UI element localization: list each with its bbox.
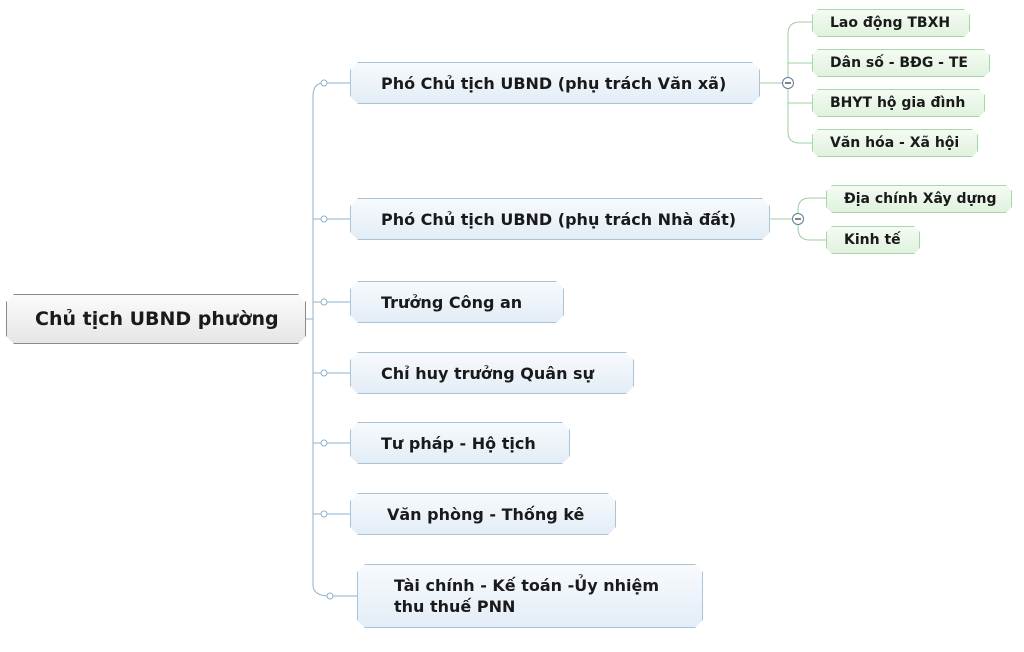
branch-label: Tư pháp - Hộ tịch xyxy=(381,433,536,453)
branch-label: Văn phòng - Thống kê xyxy=(387,504,585,524)
leaf-node[interactable]: Văn hóa - Xã hội xyxy=(812,129,978,157)
leaf-node[interactable]: Dân số - BĐG - TE xyxy=(812,49,990,77)
branch-label: Tài chính - Kế toán -Ủy nhiệm thu thuế P… xyxy=(394,576,660,616)
branch-node-vice-chair-culture[interactable]: Phó Chủ tịch UBND (phụ trách Văn xã) xyxy=(350,62,760,104)
branch-node-finance[interactable]: Tài chính - Kế toán -Ủy nhiệm thu thuế P… xyxy=(357,564,703,628)
leaf-node[interactable]: BHYT hộ gia đình xyxy=(812,89,985,117)
branch-node-justice[interactable]: Tư pháp - Hộ tịch xyxy=(350,422,570,464)
branch-label: Chỉ huy trưởng Quân sự xyxy=(381,363,594,383)
leaf-label: Lao động TBXH xyxy=(830,14,951,31)
leaf-label: Kinh tế xyxy=(844,231,901,248)
branch-joint-dot xyxy=(320,298,328,306)
branch-joint-dot xyxy=(320,369,328,377)
branch-joint-dot xyxy=(320,79,328,87)
branch-label: Phó Chủ tịch UBND (phụ trách Nhà đất) xyxy=(381,209,737,229)
leaf-label: BHYT hộ gia đình xyxy=(830,94,966,111)
trunk-line xyxy=(312,82,331,597)
branch-label: Trưởng Công an xyxy=(381,292,523,312)
leaf-node[interactable]: Địa chính Xây dựng xyxy=(826,185,1012,213)
leaf-connector-line xyxy=(787,21,812,144)
branch-joint-dot xyxy=(320,510,328,518)
leaf-node[interactable]: Kinh tế xyxy=(826,226,920,254)
branch-joint-dot xyxy=(326,592,334,600)
branch-node-office[interactable]: Văn phòng - Thống kê xyxy=(350,493,616,535)
branch-node-police[interactable]: Trưởng Công an xyxy=(350,281,564,323)
root-node[interactable]: Chủ tịch UBND phường xyxy=(6,294,306,344)
leaf-label: Địa chính Xây dựng xyxy=(844,190,997,207)
branch-label: Phó Chủ tịch UBND (phụ trách Văn xã) xyxy=(381,73,727,93)
branch-joint-dot xyxy=(320,215,328,223)
leaf-label: Văn hóa - Xã hội xyxy=(830,134,960,151)
leaf-label: Dân số - BĐG - TE xyxy=(830,54,968,71)
branch-node-military[interactable]: Chỉ huy trưởng Quân sự xyxy=(350,352,634,394)
leaf-connector-line xyxy=(797,197,826,241)
branch-node-vice-chair-land[interactable]: Phó Chủ tịch UBND (phụ trách Nhà đất) xyxy=(350,198,770,240)
leaf-node[interactable]: Lao động TBXH xyxy=(812,9,970,37)
root-label: Chủ tịch UBND phường xyxy=(35,307,279,330)
branch-joint-dot xyxy=(320,439,328,447)
